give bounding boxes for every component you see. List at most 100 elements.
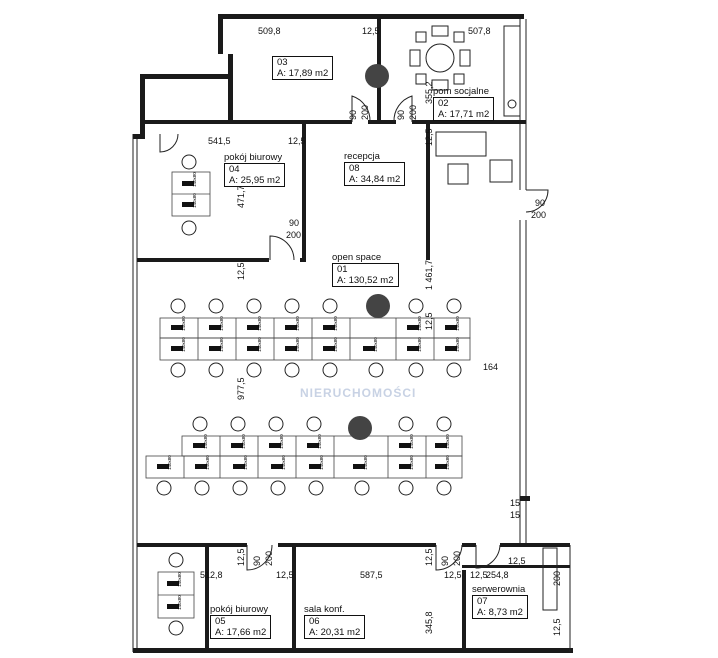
room-name: sala konf. — [304, 604, 345, 615]
dim-90: 90 — [252, 556, 262, 566]
desk-monitor — [167, 604, 179, 609]
room-05-label: pokój biurowy 05 A: 17,66 m2 — [210, 604, 272, 639]
desk-size-label: 140x80 — [445, 434, 450, 449]
room-number: 05 — [215, 616, 226, 627]
dim-200: 200 — [360, 105, 370, 120]
dim-200: 200 — [452, 551, 462, 566]
room-area: A: 17,71 m2 — [438, 109, 490, 120]
desk-monitor — [195, 464, 207, 469]
desk-size-label: 140x80 — [243, 455, 248, 470]
room-number: 06 — [309, 616, 320, 627]
desk-monitor — [285, 325, 297, 330]
desk-cluster-lower — [145, 435, 463, 479]
desk-size-label: 140x80 — [281, 455, 286, 470]
dim-977-5: 977,5 — [236, 377, 246, 400]
desk-size-label: 140x80 — [455, 337, 460, 352]
room-number: 03 — [277, 57, 288, 68]
room-number: 04 — [229, 164, 240, 175]
dim-90: 90 — [535, 198, 545, 208]
walls — [132, 14, 573, 653]
room-name: serwerownia — [472, 584, 526, 595]
desk-size-label: 140x80 — [319, 455, 324, 470]
desk-size-label: 140x80 — [167, 455, 172, 470]
desk-monitor — [445, 325, 457, 330]
desk-size-label: 140x80 — [333, 337, 338, 352]
chairs — [156, 154, 462, 636]
dim-541-5: 541,5 — [208, 136, 231, 146]
column — [366, 294, 390, 318]
room-area: A: 17,89 m2 — [277, 68, 329, 79]
room-area: A: 34,84 m2 — [349, 174, 401, 185]
dim-164: 164 — [483, 362, 498, 372]
dim-200: 200 — [531, 210, 546, 220]
dim-12-5: 12,5 — [236, 548, 246, 566]
room-06-label: sala konf. 06 A: 20,31 m2 — [304, 604, 366, 639]
desk-monitor — [182, 181, 194, 186]
room-name: recepcja — [344, 151, 380, 162]
dim-90: 90 — [440, 556, 450, 566]
desk-monitor — [435, 443, 447, 448]
dim-507-8: 507,8 — [468, 26, 491, 36]
desk-monitor — [247, 346, 259, 351]
desk-monitor — [399, 443, 411, 448]
desk-monitor — [231, 443, 243, 448]
desk-cluster-upper — [159, 317, 471, 361]
room-07-label: serwerownia 07 A: 8,73 m2 — [472, 584, 528, 619]
desk-size-label: 140x80 — [417, 337, 422, 352]
dim-12-5: 12,5 — [508, 556, 526, 566]
watermark: NIERUCHOMOŚCI — [300, 386, 417, 400]
dim-200: 200 — [552, 571, 562, 586]
desk-monitor — [247, 325, 259, 330]
room-area: A: 20,31 m2 — [309, 627, 361, 638]
room-name: pokój biurowy — [224, 152, 283, 163]
dim-12-5: 12,5 — [236, 262, 246, 280]
desk-size-label: 140x80 — [241, 434, 246, 449]
room-08-label: recepcja 08 A: 34,84 m2 — [344, 151, 406, 186]
dim-12-5: 12,5 — [424, 128, 434, 146]
dim-12-5: 12,5 — [470, 570, 488, 580]
desk-monitor — [309, 464, 321, 469]
desk-size-label: 140x80 — [409, 455, 414, 470]
dim-12-5: 12,5 — [444, 570, 462, 580]
desk-size-label: 140x80 — [257, 337, 262, 352]
desk-size-label: 140x80 — [455, 316, 460, 331]
desk-size-label: 140x80 — [445, 455, 450, 470]
dim-12-5: 12,5 — [288, 136, 306, 146]
room-area: A: 130,52 m2 — [337, 275, 394, 286]
room-name: pokój biurowy — [210, 604, 269, 615]
dim-254-8: 254,8 — [486, 570, 509, 580]
desk-size-label: 140x80 — [295, 337, 300, 352]
desk-size-label: 140x80 — [279, 434, 284, 449]
desk-size-label: 140x80 — [192, 172, 197, 187]
desk-monitor — [407, 346, 419, 351]
desk-monitor — [323, 346, 335, 351]
desk-size-label: 140x80 — [181, 337, 186, 352]
dim-200: 200 — [286, 230, 301, 240]
desk-size-label: 140x80 — [333, 316, 338, 331]
doors — [159, 95, 549, 571]
dining-table — [409, 25, 521, 117]
desk-size-label: 140x80 — [192, 193, 197, 208]
column — [365, 64, 389, 88]
dim-355-2: 355,2 — [424, 81, 434, 104]
desk-monitor — [182, 202, 194, 207]
desk-monitor — [353, 464, 365, 469]
desk-size-label: 140x80 — [177, 595, 182, 610]
dim-12-5: 12,5 — [276, 570, 294, 580]
desk-monitor — [167, 581, 179, 586]
dim-15: 15 — [510, 498, 520, 508]
dim-90: 90 — [289, 218, 299, 228]
room-area: A: 8,73 m2 — [477, 607, 523, 618]
dim-90: 90 — [348, 110, 358, 120]
desk-monitor — [157, 464, 169, 469]
desk-size-label: 140x80 — [205, 455, 210, 470]
room-area: A: 25,95 m2 — [229, 175, 281, 186]
dim-1461-7: 1 461,7 — [424, 260, 434, 290]
desk-monitor — [445, 346, 457, 351]
desk-monitor — [209, 346, 221, 351]
desk-monitor — [363, 346, 375, 351]
dim-12-5: 12,5 — [424, 548, 434, 566]
desk-monitor — [307, 443, 319, 448]
desk-monitor — [193, 443, 205, 448]
